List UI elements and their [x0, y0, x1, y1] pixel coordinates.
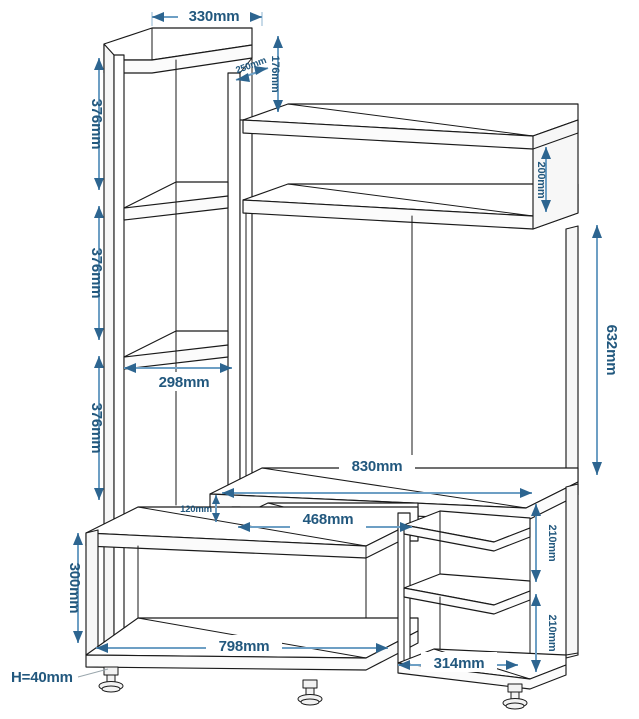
dimension-label-left-shelf-3: 376mm [88, 403, 105, 454]
dimension-foot-height: H=40mm [11, 668, 109, 686]
dimension-left-shelf-3: 376mm [88, 356, 105, 500]
right-cabinet-interior [439, 510, 531, 656]
dimension-label-right-cabinet-lower: 210mm [546, 615, 558, 652]
dimension-label-base-height: 300mm [66, 563, 83, 614]
dimension-annotations: 330mm 250mm 176mm 376mm [11, 6, 620, 686]
dimension-right-cabinet-lower: 210mm [531, 594, 558, 672]
dimension-label-right-cabinet-upper: 210mm [546, 525, 558, 562]
dimension-upper-shelf-height: 200mm [535, 147, 551, 212]
dimension-label-tv-shelf-width: 830mm [352, 458, 403, 475]
foot-right [502, 683, 528, 710]
right-cabinet-shelf-middle [403, 573, 531, 615]
dimension-left-shelf-2: 376mm [88, 206, 105, 340]
dimension-label-riser-width: 468mm [303, 511, 354, 528]
dimension-top-right-height: 176mm [269, 36, 283, 112]
dimension-label-left-inner-width: 298mm [159, 374, 210, 391]
right-tall-side-panel [565, 225, 579, 488]
dimension-label-top-width: 330mm [189, 8, 240, 25]
tower-left-panel-front [113, 54, 125, 651]
upper-shelf-top-board [242, 103, 579, 150]
dimension-right-column-height: 632mm [592, 225, 620, 475]
dimension-label-left-shelf-1: 376mm [88, 99, 105, 150]
tower-right-divider [227, 72, 241, 521]
base-top-board [85, 506, 419, 559]
dimension-label-right-column-height: 632mm [603, 325, 620, 376]
dimension-right-cabinet-width: 314mm [398, 652, 518, 672]
dimension-right-cabinet-upper: 210mm [531, 504, 558, 582]
upper-shelf-bottom-board [242, 183, 579, 230]
foot-center [297, 679, 323, 706]
dimension-left-shelf-1: 376mm [88, 58, 105, 190]
dimension-label-left-shelf-2: 376mm [88, 248, 105, 299]
dimension-base-height: 300mm [66, 533, 83, 643]
right-cabinet-right-side [565, 483, 579, 659]
dimension-left-inner-width: 298mm [124, 363, 232, 391]
dimension-top-width: 330mm [151, 6, 263, 26]
dimension-label-foot-height: H=40mm [11, 669, 73, 686]
dimension-label-riser-height: 120mm [180, 504, 212, 515]
dimension-label-upper-shelf-height: 200mm [535, 162, 547, 199]
dimension-base-width: 798mm [96, 635, 388, 655]
dimension-riser-width: 468mm [238, 508, 412, 532]
base-left-side-panel [85, 529, 99, 656]
dimension-label-base-width: 798mm [219, 638, 270, 655]
dimension-label-top-right-height: 176mm [269, 56, 281, 93]
tower-top-panel [103, 27, 253, 74]
dimension-label-right-cabinet-width: 314mm [434, 655, 485, 672]
dimension-tv-shelf-width: 830mm [222, 455, 532, 498]
furniture-body [85, 27, 579, 710]
dimension-riser-height: 120mm [180, 495, 220, 522]
